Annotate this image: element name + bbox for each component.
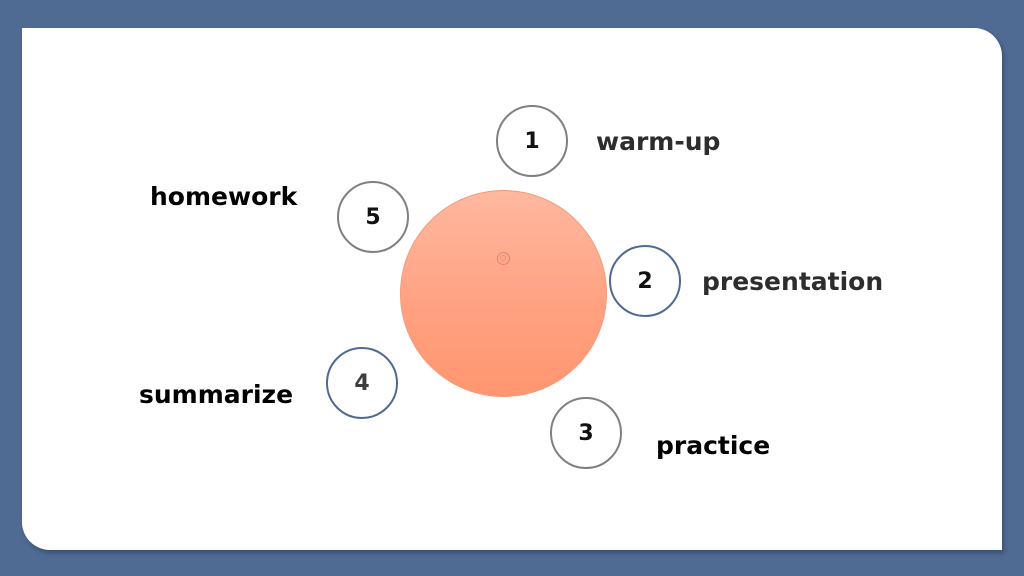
step-2-circle: 2 — [609, 245, 681, 317]
step-2-label: presentation — [702, 267, 884, 296]
step-1-number: 1 — [524, 128, 540, 154]
step-4-circle: 4 — [326, 347, 398, 419]
step-3-label: practice — [656, 431, 771, 460]
step-4-number: 4 — [354, 370, 370, 396]
step-2-number: 2 — [637, 268, 653, 294]
step-3-number: 3 — [578, 420, 594, 446]
step-4-label: summarize — [139, 380, 294, 409]
step-5-label: homework — [150, 182, 298, 211]
center-circle — [400, 190, 607, 397]
step-1-label: warm-up — [596, 127, 721, 156]
step-5-number: 5 — [365, 204, 381, 230]
center-target-icon — [497, 252, 510, 265]
step-1-circle: 1 — [496, 105, 568, 177]
step-3-circle: 3 — [550, 397, 622, 469]
step-5-circle: 5 — [337, 181, 409, 253]
